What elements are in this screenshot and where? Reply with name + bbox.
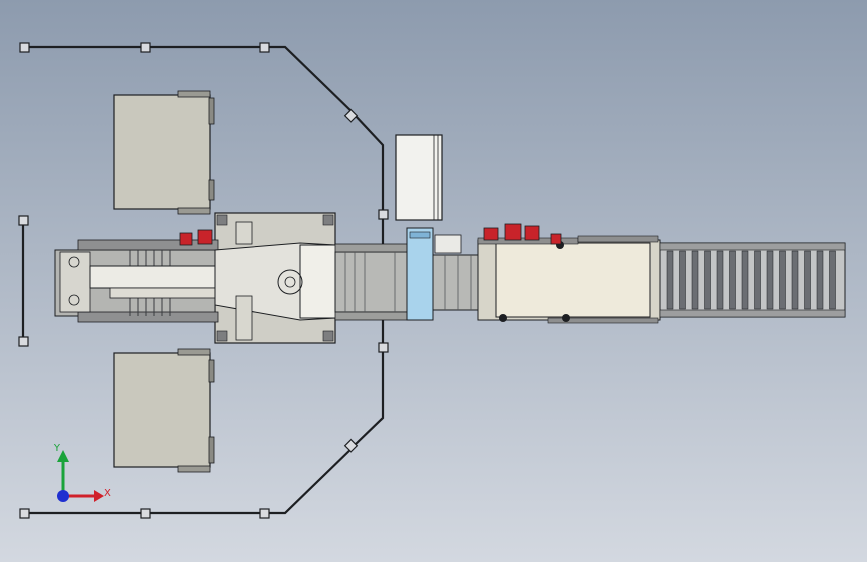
fence-post [19,508,30,519]
motor [550,233,562,245]
electrical-box [395,134,443,221]
roller [754,250,761,310]
cabinet-top [113,90,215,215]
roller [804,250,811,310]
motor [504,223,522,241]
main-conveyor [334,243,411,321]
fence-post [343,438,359,453]
y-axis-arrow-icon [57,450,69,462]
fence-post [18,336,29,347]
fence-post [343,108,359,123]
outfeed-roller-conveyor [659,242,846,318]
robot-arm [89,221,337,341]
y-axis-label: Y [53,443,61,454]
roller [829,250,836,310]
x-axis-arrow-icon [94,490,104,502]
roller [666,250,674,310]
fence-post [140,508,151,519]
x-axis-label: X [104,488,111,499]
fence-post [259,42,270,53]
roller [766,250,774,310]
coordinate-triad: Y X [53,443,111,502]
roller [704,250,711,310]
fence-post [378,342,389,353]
motor [197,229,213,245]
cabinet-bottom [113,348,215,473]
packaging-machine [477,235,661,324]
fence-post [378,209,389,220]
roller-set [666,250,836,310]
roller [816,250,824,310]
fence-post [259,508,270,519]
roller [691,250,699,310]
motor [483,227,499,241]
blue-scanner-panel [406,227,462,321]
roller [741,250,749,310]
fence-post-group [18,42,389,519]
fence-post [18,215,29,226]
roller [791,250,799,310]
roller [779,250,786,310]
fence-post [140,42,151,53]
roller [729,250,736,310]
motor-group [179,223,765,269]
motor [179,232,193,246]
fence-post [19,42,30,53]
roller [679,250,686,310]
motor [524,225,540,241]
roller [716,250,724,310]
z-axis-dot-icon [57,490,69,502]
